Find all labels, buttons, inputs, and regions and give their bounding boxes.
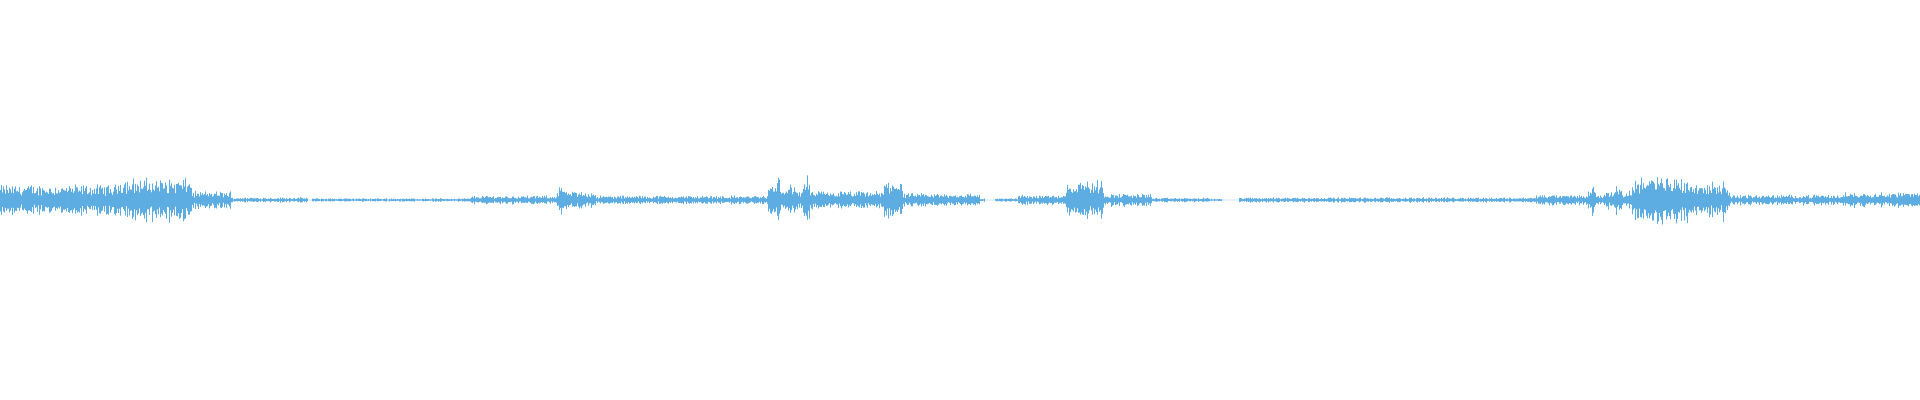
waveform-path <box>0 175 1920 225</box>
waveform-samples <box>0 175 1920 225</box>
